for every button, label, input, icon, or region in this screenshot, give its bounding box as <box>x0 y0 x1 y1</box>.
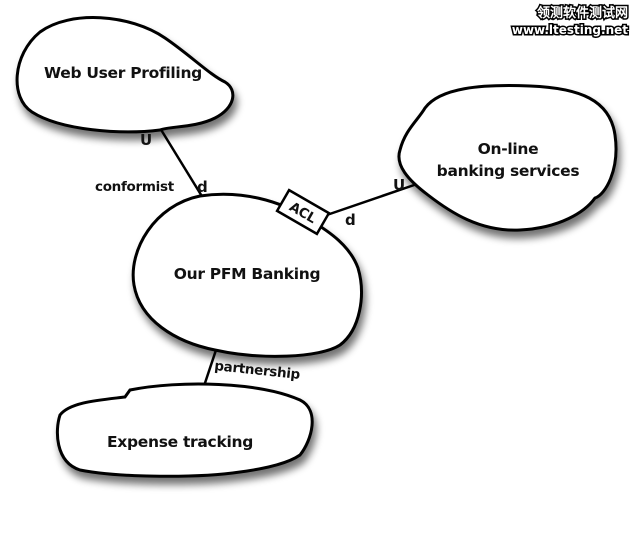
conformist-link <box>158 127 205 199</box>
acl-upstream-marker: U <box>393 176 405 194</box>
online-banking-label-line1: On-line <box>478 140 539 158</box>
web-user-profiling-context[interactable] <box>15 16 235 134</box>
online-banking-context[interactable] <box>397 84 618 232</box>
conformist-upstream-marker: U <box>140 131 152 149</box>
pfm-banking-label: Our PFM Banking <box>174 265 321 283</box>
conformist-downstream-marker: d <box>197 178 208 196</box>
web-user-profiling-label: Web User Profiling <box>44 64 202 82</box>
watermark-title: 领测软件测试网 <box>537 5 628 21</box>
acl-link <box>317 181 421 220</box>
expense-tracking-context[interactable] <box>55 382 314 478</box>
expense-tracking-label: Expense tracking <box>107 433 253 451</box>
conformist-label: conformist <box>95 179 175 195</box>
online-banking-label-line2: banking services <box>437 162 580 180</box>
watermark-url: www.ltesting.net <box>512 23 628 37</box>
partnership-label: partnership <box>214 358 302 383</box>
partnership-link <box>202 349 218 387</box>
acl-downstream-marker: d <box>345 211 356 229</box>
